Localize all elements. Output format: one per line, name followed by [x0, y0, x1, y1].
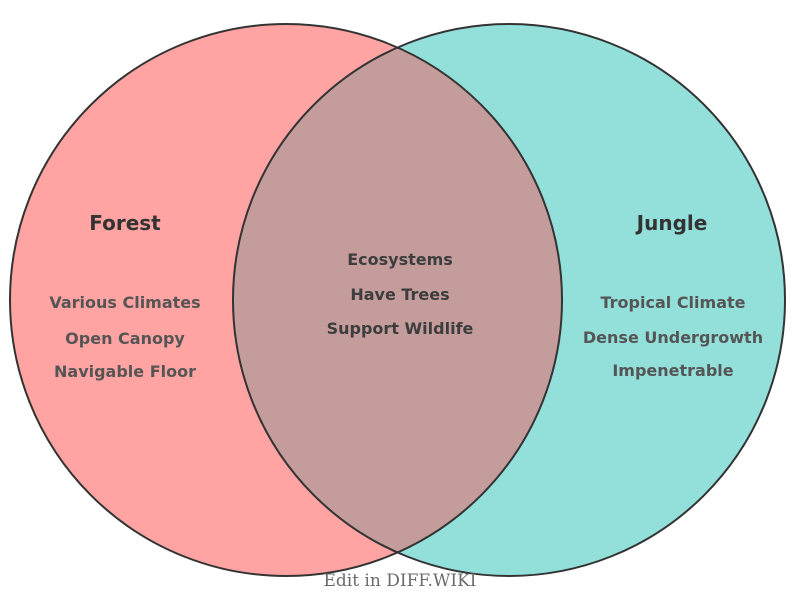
forest-item-1: Various Climates: [49, 293, 200, 312]
jungle-item-1: Tropical Climate: [601, 293, 746, 312]
jungle-item-3: Impenetrable: [612, 361, 733, 380]
overlap-item-3: Support Wildlife: [327, 319, 474, 338]
overlap-region-fill: [233, 24, 562, 576]
forest-item-2: Open Canopy: [65, 329, 185, 348]
forest-circle-outline: [9, 23, 563, 577]
edit-in-diffwiki-link[interactable]: Edit in DIFF.WIKI: [323, 571, 476, 591]
forest-item-3: Navigable Floor: [54, 362, 196, 381]
jungle-circle-outline: [232, 23, 786, 577]
overlap-item-1: Ecosystems: [347, 250, 453, 269]
jungle-item-2: Dense Undergrowth: [583, 328, 763, 347]
forest-title: Forest: [89, 211, 161, 235]
jungle-title: Jungle: [635, 211, 708, 235]
overlap-item-2: Have Trees: [350, 285, 449, 304]
